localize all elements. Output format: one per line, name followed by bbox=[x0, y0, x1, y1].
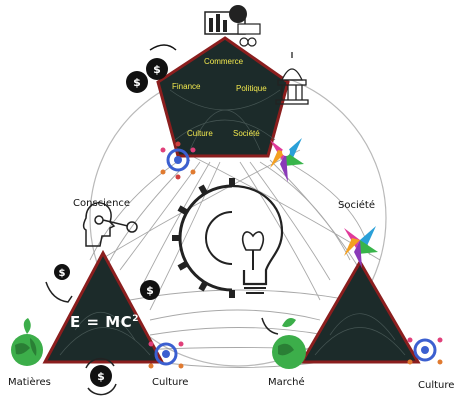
head-key-icon bbox=[82, 202, 138, 247]
inner-lines bbox=[59, 89, 406, 356]
factory-icon bbox=[204, 5, 261, 47]
formula-main: E = MC bbox=[70, 313, 133, 331]
gear-bulb-icon bbox=[172, 178, 284, 298]
money-bag-icon-2: $ bbox=[140, 280, 160, 300]
money-bag-icon: $ $ bbox=[126, 44, 177, 93]
svg-text:$: $ bbox=[133, 76, 141, 89]
pentagon-label-finance: Finance bbox=[172, 82, 201, 91]
pentagon-label-commerce: Commerce bbox=[204, 57, 244, 66]
label-societe-right: Société bbox=[338, 200, 375, 211]
people-network-icon bbox=[160, 141, 196, 180]
capitol-icon bbox=[275, 52, 309, 105]
globe-leaf-icon bbox=[11, 318, 43, 366]
people-star-icon bbox=[270, 138, 304, 182]
hand-coin-icon: $ bbox=[45, 264, 73, 303]
formula-label: E = MC2 bbox=[70, 313, 139, 331]
pentagon-label-culture: Culture bbox=[187, 129, 213, 138]
people-star-icon-2 bbox=[344, 226, 378, 268]
right-triangle bbox=[299, 259, 421, 364]
label-culture-right: Culture bbox=[418, 380, 455, 391]
hand-plant-icon bbox=[261, 317, 306, 369]
label-marche: Marché bbox=[268, 377, 305, 388]
left-triangle bbox=[42, 249, 165, 364]
svg-text:$: $ bbox=[153, 63, 161, 76]
svg-text:$: $ bbox=[146, 284, 154, 297]
pentagon-label-societe: Société bbox=[233, 129, 260, 138]
label-conscience: Conscience bbox=[73, 198, 131, 209]
label-matieres: Matières bbox=[8, 377, 51, 388]
people-network-icon-2 bbox=[148, 341, 184, 369]
cycle-money-icon: $ bbox=[85, 357, 117, 396]
top-pentagon bbox=[156, 36, 290, 158]
formula-exponent: 2 bbox=[132, 314, 139, 324]
pentagon-label-politique: Politique bbox=[236, 84, 267, 93]
svg-text:$: $ bbox=[97, 370, 105, 383]
people-network-icon-3 bbox=[407, 337, 443, 365]
svg-text:$: $ bbox=[59, 268, 66, 279]
label-culture-left: Culture bbox=[152, 377, 189, 388]
